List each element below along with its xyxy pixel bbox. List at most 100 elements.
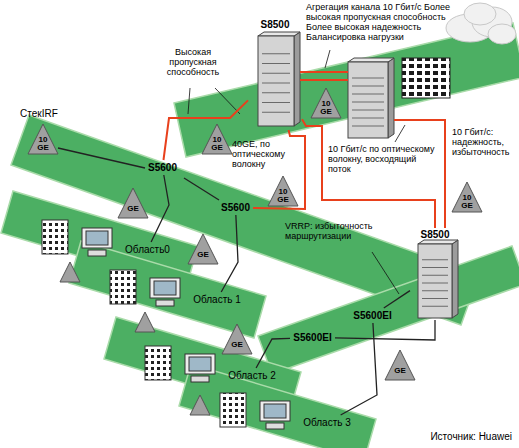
fiber-link	[300, 72, 445, 228]
pc-icon	[189, 357, 211, 371]
chassis-slot	[262, 92, 290, 93]
pc-icon	[191, 376, 209, 382]
pc-icon	[264, 404, 286, 418]
core-switch: S8500	[248, 18, 302, 130]
chassis-slot	[422, 259, 448, 260]
network-link	[256, 338, 290, 368]
chassis-slot	[352, 110, 384, 111]
chassis-slot	[422, 283, 448, 284]
network-link	[335, 320, 435, 340]
leader-line	[325, 50, 330, 68]
chassis-switch	[258, 32, 300, 36]
chassis-slot	[422, 306, 448, 307]
node-text: Область0	[125, 244, 170, 255]
port-triangle	[222, 324, 252, 354]
port-triangle	[452, 182, 482, 212]
network-link	[302, 119, 435, 228]
port-triangle	[190, 395, 210, 415]
leader-line	[188, 88, 190, 114]
area-label: Область 1	[190, 292, 244, 307]
chassis-slot	[422, 290, 448, 291]
cloud	[464, 3, 496, 25]
chassis-slot	[262, 63, 290, 64]
green-band	[258, 246, 519, 374]
chassis-switch	[258, 32, 458, 318]
chassis-slot	[262, 73, 290, 74]
port-label: GE	[191, 251, 215, 259]
node-text: Область 2	[228, 370, 276, 381]
chassis-switch	[348, 62, 388, 138]
building-icon	[42, 220, 68, 254]
area-label: Область 2	[225, 368, 279, 383]
node-text: Область 3	[303, 417, 351, 428]
chassis-switch	[418, 244, 452, 318]
stack-label: СтекIRF	[20, 108, 70, 119]
node-text: S8500	[261, 19, 290, 30]
server-rack	[402, 58, 450, 98]
port-triangle	[28, 88, 482, 415]
port-label: 10 GE	[275, 188, 291, 204]
chassis-slot	[262, 53, 290, 54]
fiber-link	[300, 79, 348, 81]
leader-line	[395, 125, 405, 142]
pc-icon	[154, 281, 176, 295]
chassis-slot	[352, 126, 384, 127]
cloud	[446, 3, 516, 44]
chassis-switch	[294, 32, 300, 126]
chassis-slot	[352, 94, 384, 95]
node-text: S5600EI	[353, 310, 391, 321]
port-label: 10 GE	[318, 100, 334, 116]
callout-note: 10 Гбит/с: надежность, избыточность	[452, 128, 516, 158]
switch-label: S5600EI	[290, 330, 335, 345]
callout-note: Агрегация канала 10 Гбит/с Более высокая…	[306, 3, 454, 43]
chassis-switch	[348, 58, 394, 62]
building-icon	[42, 220, 246, 427]
port-triangle	[188, 234, 218, 264]
network-link	[151, 175, 169, 242]
fiber-link	[300, 71, 348, 73]
green-band	[174, 23, 519, 157]
chassis-switch	[452, 240, 458, 318]
chassis-slot	[262, 83, 290, 84]
node-text: Область 1	[193, 294, 241, 305]
chassis-slot	[262, 54, 448, 307]
port-triangle	[60, 262, 80, 282]
chassis-slot	[422, 267, 448, 268]
chassis-slot	[422, 275, 448, 276]
port-label: 10 GE	[459, 194, 475, 210]
pc-icon	[150, 278, 180, 298]
source-note: Источник: Huawei	[400, 431, 512, 442]
callout-note: 10 Гбит/с по оптическому волокну, восход…	[328, 145, 438, 175]
port-label: GE	[388, 367, 412, 375]
cloud	[488, 24, 516, 44]
pc-icon	[260, 401, 290, 421]
callout-note: VRRP: избыточность маршрутизации	[285, 222, 380, 242]
pc-icon	[156, 300, 174, 306]
chassis-slot	[422, 298, 448, 299]
node-text: S5600	[221, 202, 250, 213]
chassis-slot	[262, 102, 290, 103]
port-triangle	[118, 188, 148, 218]
green-band	[179, 364, 376, 448]
fiber-link	[394, 120, 445, 228]
port-triangle	[28, 124, 58, 154]
callout-note: Высокая пропускная способность	[150, 48, 236, 78]
pc-icon	[185, 354, 215, 374]
callout-note: 40GE, по оптическому волокну	[232, 140, 296, 170]
node-text: S5600	[148, 162, 177, 173]
stack-link	[184, 178, 219, 200]
chassis-slot	[352, 118, 384, 119]
stack-link	[58, 148, 219, 200]
port-triangle	[135, 312, 155, 332]
core-switch: S8500	[410, 228, 460, 320]
pc-icon	[266, 423, 284, 429]
network-link	[221, 215, 238, 292]
switch-label: S5600EI	[350, 308, 395, 323]
pc-icon	[88, 250, 106, 256]
chassis-switch	[258, 36, 294, 126]
area-label: Область0	[122, 242, 173, 257]
chassis-slot	[352, 102, 384, 103]
